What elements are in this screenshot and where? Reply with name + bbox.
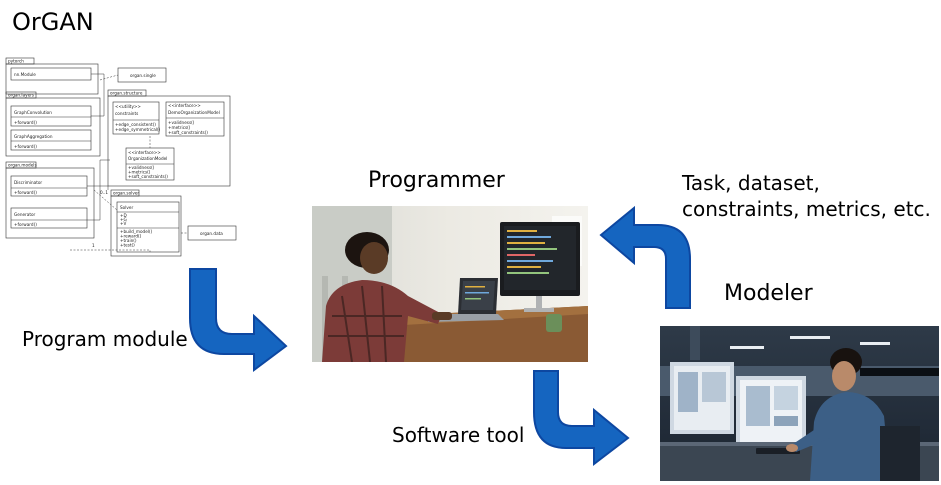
task-label-line-2: constraints, metrics, etc. [682,197,931,221]
uml-constraints-label: constraints [115,111,138,116]
uml-organ-structure-label: organ.structure [110,91,143,96]
uml-interface-stereotype-1: <<interface>> [168,103,201,108]
task-dataset-label: Task, dataset, constraints, metrics, etc… [682,170,931,222]
uml-organ-models-label: organ.models [8,163,37,168]
uml-interface-stereotype-2: <<interface>> [128,150,161,155]
diagram-title: OrGAN [12,8,94,36]
uml-multiplicity-1: 1 [92,243,95,248]
uml-reward-label: +reward() [120,234,142,239]
uml-edge-symmetrical-label: +edge_symmetrical() [115,127,161,132]
software-tool-label: Software tool [392,423,525,447]
uml-test-label: +test() [120,243,135,248]
uml-nn-module-label: nn.Module [14,72,36,77]
task-label-line-1: Task, dataset, [682,171,820,195]
uml-attr-v-label: +V [120,221,127,226]
uml-build-model-label: +build_model() [120,229,153,234]
uml-class-diagram: pytorch nn.Module organ.single organ.lay… [5,57,237,257]
uml-solver-label: Solver [120,205,133,210]
uml-organ-single-label: organ.single [130,73,156,78]
uml-organ-solver-label: organ.solver [113,191,139,196]
uml-train-label: +train() [120,238,137,243]
uml-pytorch-label: pytorch [8,59,24,64]
uml-metrics-label-2: +metrics() [128,170,151,175]
uml-graph-convolution-label: GraphConvolution [14,110,52,115]
programmer-label: Programmer [368,168,505,193]
uml-organ-layers-label: organ.layers [8,93,34,98]
uml-demo-model-label: DemoOrganizationModel [168,110,220,115]
programmer-photo [312,206,588,362]
modeler-photo [660,326,939,481]
uml-soft-constraints-label-2: +soft_constraints() [128,174,168,179]
uml-forward-label-4: +forward() [14,222,37,227]
arrow-task-dataset [599,205,691,309]
uml-generator-label: Generator [14,212,36,217]
uml-utility-stereotype: <<utility>> [115,104,141,109]
uml-forward-label-3: +forward() [14,190,37,195]
uml-forward-label-1: +forward() [14,120,37,125]
uml-validness-label-1: +validness() [168,120,195,125]
arrow-software-tool [533,370,630,467]
uml-organization-model-label: OrganizationModel [128,156,167,161]
uml-graph-aggregation-label: GraphAggregation [14,134,53,139]
uml-forward-label-2: +forward() [14,144,37,149]
uml-metrics-label-1: +metrics() [168,125,191,130]
arrow-program-module [189,268,288,372]
uml-attr-d-label: +D [120,213,127,218]
uml-discriminator-label: Discriminator [14,180,42,185]
uml-validness-label-2: +validness() [128,165,155,170]
uml-edge-consistent-label: +edge_consistent() [115,122,156,127]
program-module-label: Program module [22,327,188,351]
uml-attr-g-label: +G [120,217,127,222]
uml-soft-constraints-label-1: +soft_constraints() [168,130,208,135]
uml-multiplicity-01: 0..1 [100,190,108,195]
modeler-label: Modeler [724,281,813,306]
uml-organ-data-label: organ.data [200,231,223,236]
